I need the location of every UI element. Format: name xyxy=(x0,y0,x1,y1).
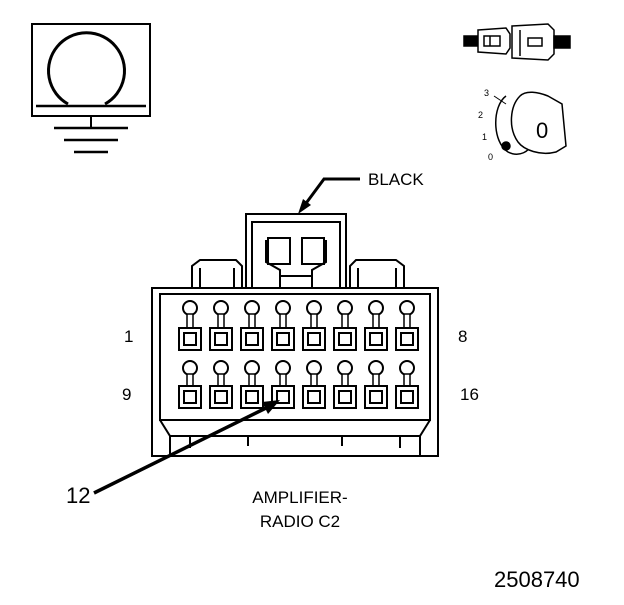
pin-cavity-5 xyxy=(302,300,326,351)
pin-callout-arrowhead xyxy=(262,400,280,414)
pin-cavity-9 xyxy=(178,360,202,409)
pin-callout-line xyxy=(93,406,267,495)
pin-cavity-7 xyxy=(364,300,388,351)
pin-cavity-3 xyxy=(240,300,264,351)
figure-number: 2508740 xyxy=(494,567,580,592)
connector-name-line1: AMPLIFIER- xyxy=(252,488,347,507)
color-leader-arrowhead xyxy=(298,199,311,214)
pin-cavities xyxy=(178,300,419,409)
key-letter: 0 xyxy=(536,118,548,143)
pin-cavity-1 xyxy=(178,300,202,351)
pin-cavity-4 xyxy=(271,300,295,351)
pin-cavity-2 xyxy=(209,300,233,351)
pin-cavity-13 xyxy=(302,360,326,409)
connector-name-line2: RADIO C2 xyxy=(260,512,340,531)
ground-icon xyxy=(31,23,151,154)
key-position-3: 3 xyxy=(484,88,489,98)
pin-cavity-11 xyxy=(240,360,264,409)
pin-callout-label: 12 xyxy=(66,483,90,508)
pin-cavity-10 xyxy=(209,360,233,409)
key-position-1: 1 xyxy=(482,132,487,142)
color-leader-line xyxy=(302,177,360,207)
pin-cavity-15 xyxy=(364,360,388,409)
key-position-0: 0 xyxy=(488,152,493,162)
pin-cavity-14 xyxy=(333,360,357,409)
key-position-2: 2 xyxy=(478,110,483,120)
connector-icon xyxy=(463,23,571,61)
pin-label-1: 1 xyxy=(124,327,133,346)
pin-cavity-16 xyxy=(395,360,419,409)
pin-label-16: 16 xyxy=(460,385,479,404)
pin-label-8: 8 xyxy=(458,327,467,346)
pin-label-9: 9 xyxy=(122,385,131,404)
color-label: BLACK xyxy=(368,170,424,189)
ignition-key-icon: 0 xyxy=(493,91,567,155)
connector-face xyxy=(151,213,439,457)
pin-cavity-6 xyxy=(333,300,357,351)
pin-cavity-8 xyxy=(395,300,419,351)
